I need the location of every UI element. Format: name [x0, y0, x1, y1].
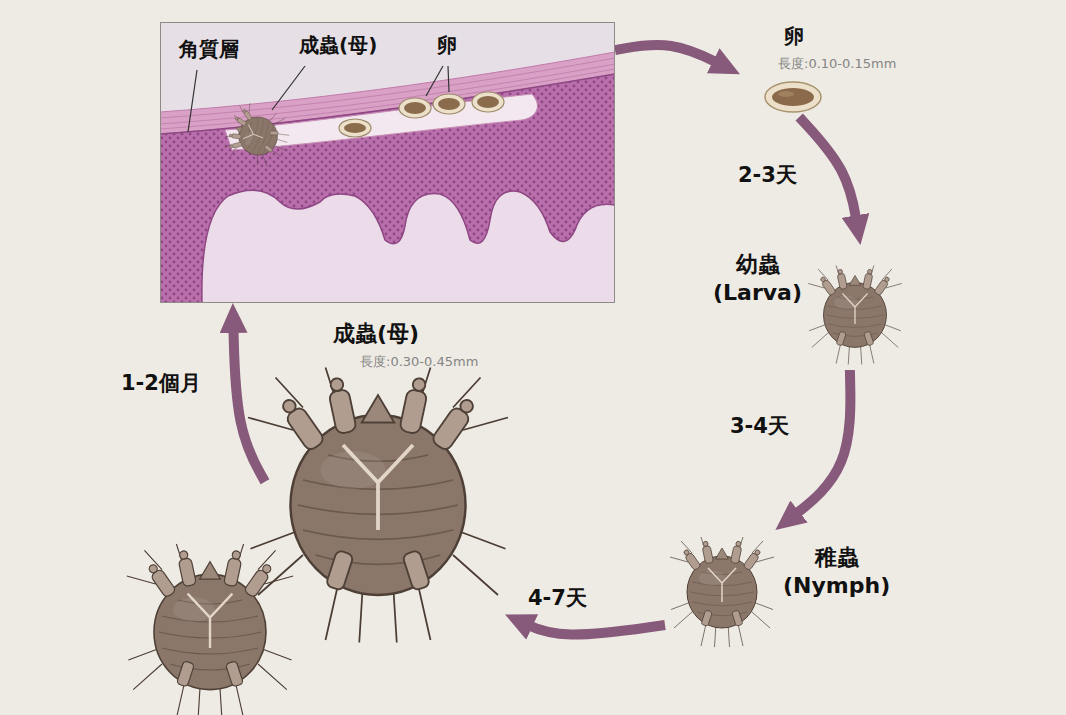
- larva-figure: [808, 266, 902, 365]
- duration-label: 1-2個月: [118, 371, 204, 396]
- stage-name: 成蟲(母): [333, 320, 419, 348]
- dermis: [160, 22, 615, 303]
- part-label: 角質層: [179, 37, 239, 62]
- adult-figure: [127, 544, 293, 715]
- burrow-eggs: [339, 92, 504, 137]
- stage-name: 稚蟲 (Nymph): [783, 544, 890, 599]
- adult-female-figure: [248, 368, 508, 643]
- duration-label: 2-3天: [735, 163, 800, 188]
- skin-inset: 角質層 成蟲(母) 卵: [160, 22, 615, 303]
- nymph-stage: 稚蟲 (Nymph): [665, 530, 905, 655]
- mite-in-burrow: [220, 99, 295, 172]
- leader-lines: [188, 66, 449, 132]
- duration-label: 4-7天: [525, 586, 590, 611]
- duration-label: 3-4天: [727, 414, 792, 439]
- skin-section: [160, 22, 615, 303]
- part-label: 卵: [437, 33, 457, 58]
- nymph-figure: [670, 537, 774, 647]
- part-label: 成蟲(母): [299, 33, 377, 58]
- size-note: 長度:0.30-0.45mm: [360, 354, 478, 370]
- egg-figure: [765, 82, 821, 112]
- cycle-arrow: [521, 622, 665, 635]
- cycle-arrow: [799, 117, 857, 227]
- cycle-arrow: [790, 370, 851, 519]
- stage-name: 卵: [784, 24, 804, 49]
- cycle-arrow: [615, 45, 724, 66]
- epidermis: [160, 74, 615, 303]
- stage-name: 幼蟲 (Larva): [713, 251, 802, 306]
- size-note: 長度:0.10-0.15mm: [778, 56, 896, 72]
- egg-stage: 卵長度:0.10-0.15mm: [740, 22, 925, 117]
- larva-stage: 幼蟲 (Larva): [705, 245, 915, 370]
- adult-stage: 成蟲(母) 長度:0.30-0.45mm: [265, 318, 505, 708]
- cycle-arrow: [233, 321, 265, 482]
